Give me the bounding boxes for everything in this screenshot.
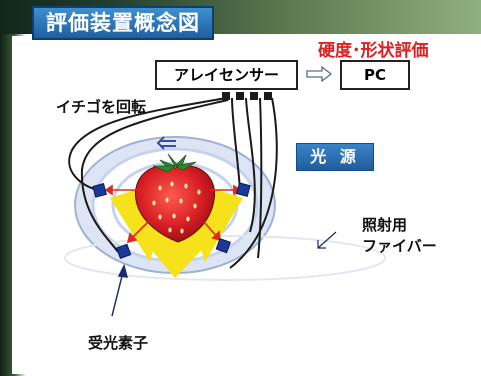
connector-pin (250, 92, 258, 100)
array-sensor-box: アレイセンサー (155, 60, 298, 90)
fiber-pointer-arrow (317, 231, 337, 249)
floor-shadow (64, 235, 386, 281)
connector-pin (222, 92, 230, 100)
fiber-label: 照射用 ファイバー (362, 215, 437, 257)
title: 評価装置概念図 (32, 6, 214, 40)
connector-pin (264, 92, 272, 100)
cable-3 (257, 97, 263, 259)
strawberry-icon (134, 165, 216, 243)
cable-2 (245, 97, 256, 233)
receiver-pointer-arrow (111, 263, 129, 317)
photo-receiver-icon (215, 237, 231, 254)
photo-receiver-icon (92, 183, 107, 198)
rotation-arrow-icon (156, 136, 176, 150)
receiver-label: 受光素子 (88, 334, 149, 352)
reflection-arrows (104, 184, 242, 244)
strawberry-leaves-icon (152, 153, 197, 173)
fiber-label-line1: 照射用 (362, 216, 408, 234)
light-source-box: 光 源 (296, 143, 374, 171)
strawberry-seeds (152, 181, 201, 234)
rotate-label: イチゴを回転 (56, 98, 147, 116)
cable-1 (231, 97, 241, 191)
connector-pin (236, 92, 244, 100)
fiber-label-line2: ファイバー (362, 237, 437, 255)
sensor-to-pc-arrow-icon (306, 66, 332, 82)
photo-receiver-icon (115, 243, 132, 259)
cable-4 (229, 97, 278, 269)
cable-6 (80, 99, 229, 253)
pc-box: PC (340, 60, 410, 90)
photo-receiver-icon (236, 182, 251, 197)
evaluation-label: 硬度･形状評価 (318, 41, 429, 61)
